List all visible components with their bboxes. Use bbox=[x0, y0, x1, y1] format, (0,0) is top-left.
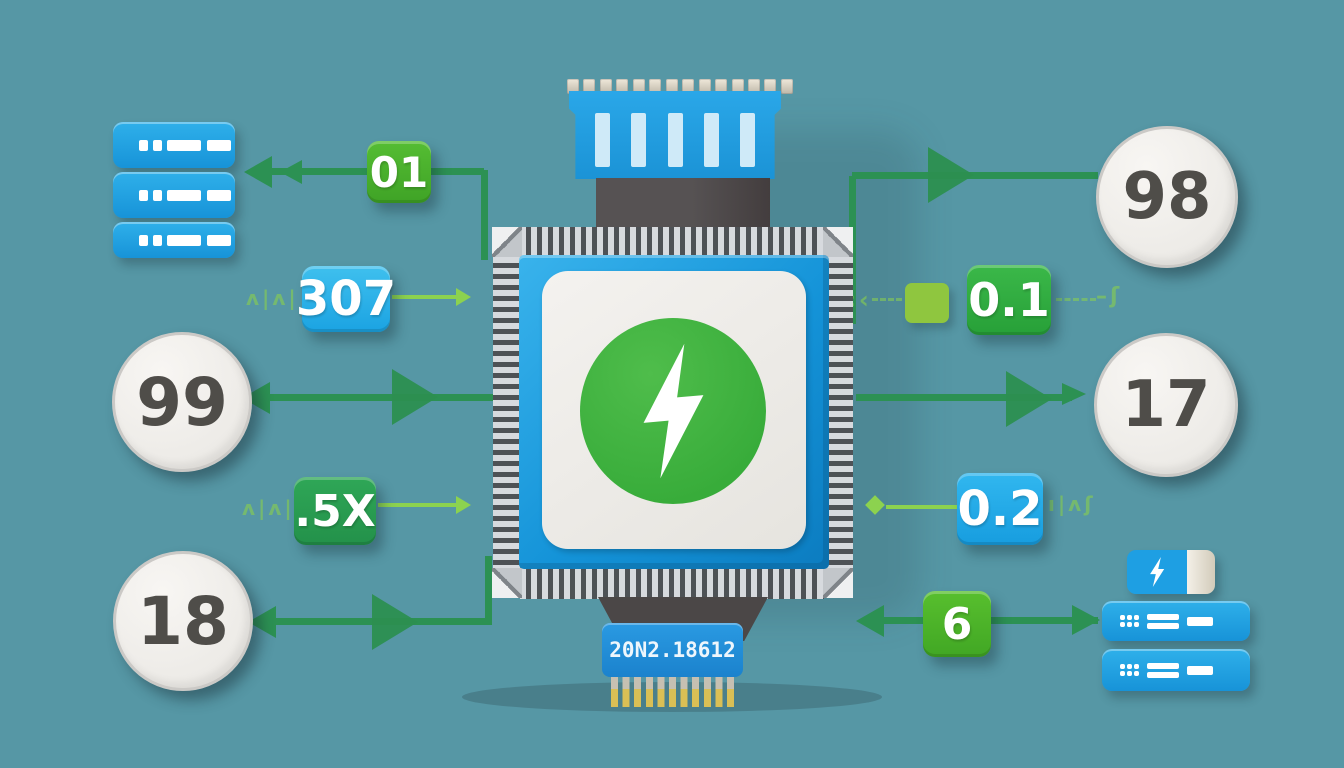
dash-glyph bbox=[1187, 665, 1213, 675]
chip-pins-top bbox=[520, 227, 824, 258]
badge-01: 01 bbox=[367, 141, 431, 203]
waveform-marks: ʌ|ʌ| bbox=[242, 496, 295, 520]
top-connector bbox=[569, 91, 781, 179]
squiggle-marks: ı|ʌʃ bbox=[1048, 492, 1096, 516]
bottom-chip: 20N2.18612 bbox=[602, 623, 743, 677]
lightning-bolt-icon bbox=[1150, 557, 1165, 587]
lightning-bolt-icon bbox=[643, 343, 704, 479]
chip-corner bbox=[823, 568, 853, 598]
squiggle-marks: –ʃ bbox=[1096, 284, 1123, 309]
arrow-5x-line bbox=[378, 503, 458, 507]
chip-pins-bottom bbox=[520, 568, 824, 599]
connector-slot bbox=[668, 113, 683, 167]
battery-icon bbox=[1127, 550, 1215, 594]
arrow-right-icon bbox=[1006, 371, 1052, 427]
circle-17: 17 bbox=[1094, 333, 1238, 477]
connector-slot bbox=[740, 113, 755, 167]
bottom-chip-pins bbox=[609, 675, 737, 707]
battery-body bbox=[1127, 550, 1187, 594]
arrow-right-icon bbox=[372, 594, 418, 650]
chip-pins-left bbox=[493, 257, 520, 569]
indicator-bar bbox=[113, 222, 235, 258]
dots-glyph bbox=[1120, 664, 1139, 676]
badge-0-1: 0.1 bbox=[967, 265, 1051, 335]
chip-corner bbox=[823, 227, 853, 257]
chip-corner bbox=[492, 227, 522, 257]
double-dash-glyph bbox=[1147, 613, 1179, 629]
dash-glyph bbox=[1187, 616, 1213, 626]
arrow-left-icon bbox=[244, 156, 272, 188]
circle-98: 98 bbox=[1096, 126, 1238, 268]
dashed-link bbox=[1056, 298, 1096, 301]
badge-5x: .5X bbox=[294, 477, 376, 545]
arrow-left-icon bbox=[280, 160, 302, 184]
battery-cap bbox=[1187, 550, 1215, 594]
connector-slot bbox=[704, 113, 719, 167]
indicator-bar bbox=[1102, 601, 1250, 641]
arrow-01-elbow bbox=[481, 170, 488, 260]
circle-99: 99 bbox=[112, 332, 252, 472]
indicator-bar bbox=[1102, 649, 1250, 691]
arrow-99-line bbox=[250, 394, 493, 401]
arrow-right-icon bbox=[928, 147, 974, 203]
arrow-307-line bbox=[392, 295, 458, 299]
arrow-right-icon bbox=[1072, 605, 1100, 635]
connector-slot bbox=[631, 113, 646, 167]
chip-corner bbox=[492, 568, 522, 598]
arrow-right-icon bbox=[392, 369, 438, 425]
arrow-18-elbow bbox=[485, 556, 492, 622]
bottom-chip-label: 20N2.18612 bbox=[609, 638, 736, 662]
badge-6: 6 bbox=[923, 591, 991, 657]
arrow-02-line bbox=[886, 505, 958, 509]
arrow-98-line bbox=[852, 172, 1098, 179]
indicator-bar bbox=[113, 122, 235, 168]
chip-pins-right bbox=[826, 257, 853, 569]
waveform-marks: ʌ|ʌ| bbox=[246, 286, 299, 310]
arrow-left-icon bbox=[856, 605, 884, 637]
indicator-bar bbox=[113, 172, 235, 218]
badge-0-2: 0.2 bbox=[957, 473, 1043, 545]
green-node-square bbox=[905, 283, 949, 323]
double-dash-glyph bbox=[1147, 662, 1179, 678]
arrow-17-line bbox=[856, 394, 1072, 401]
circle-18: 18 bbox=[113, 551, 253, 691]
arrow-right-icon bbox=[456, 496, 471, 514]
badge-307: 307 bbox=[296, 266, 396, 332]
connector-slot bbox=[595, 113, 610, 167]
arrow-right-icon bbox=[456, 288, 471, 306]
dots-glyph bbox=[1120, 615, 1139, 627]
arrow-right-icon bbox=[1062, 383, 1086, 405]
chip-logo-circle bbox=[580, 318, 766, 504]
dashed-link bbox=[872, 298, 902, 301]
connector-teeth bbox=[567, 79, 793, 94]
